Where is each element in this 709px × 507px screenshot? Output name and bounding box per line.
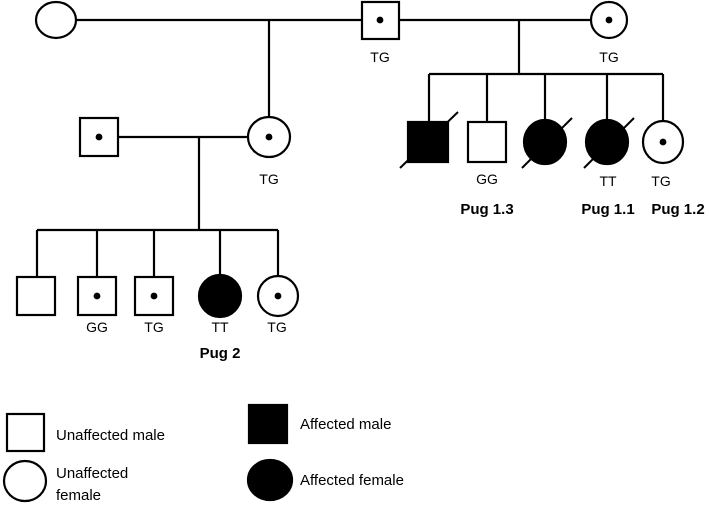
legend-unaffected-female-label-2: female [56, 487, 101, 504]
carrier-dot [274, 292, 282, 300]
affected-female-deceased [522, 118, 568, 166]
pug-1-3-symbol [466, 120, 508, 164]
deceased-slash [399, 111, 459, 169]
genotype-label: TG [370, 49, 389, 65]
genotype-label: GG [476, 171, 498, 187]
pedigree-lines [35, 18, 665, 277]
legend-affected-male-symbol [247, 403, 289, 445]
gen1-mother [34, 0, 78, 40]
dog-label: Pug 2 [200, 345, 241, 362]
carrier-dot [265, 133, 273, 141]
carrier-dot [93, 292, 101, 300]
carrier-dot [659, 138, 667, 146]
genotype-label: TG [144, 319, 163, 335]
genotype-label: TT [599, 173, 617, 189]
carrier-dot [95, 133, 103, 141]
carrier-dot [376, 16, 384, 24]
gen3-son-1 [15, 275, 57, 317]
legend-affected-female-symbol [246, 458, 294, 502]
deceased-slash [521, 117, 573, 169]
pug-1-1-symbol [584, 118, 630, 166]
legend-unaffected-female-symbol [2, 459, 48, 503]
genotype-label: TG [267, 319, 286, 335]
carrier-dot [150, 292, 158, 300]
legend-unaffected-female-label-1: Unaffected [56, 465, 128, 482]
genotype-label: TG [599, 49, 618, 65]
dog-label: Pug 1.1 [581, 201, 634, 218]
pug-2-symbol [197, 273, 243, 319]
genotype-label: GG [86, 319, 108, 335]
legend: Unaffected male Unaffected female Affect… [2, 403, 404, 504]
carrier-dot [605, 16, 613, 24]
legend-unaffected-male-label: Unaffected male [56, 427, 165, 444]
genotype-label: TG [651, 173, 670, 189]
gen3-son-3 [133, 275, 175, 317]
legend-affected-female-label: Affected female [300, 472, 404, 489]
genotype-label: TT [211, 319, 229, 335]
legend-unaffected-male-symbol [5, 412, 46, 453]
dog-label: Pug 1.2 [651, 201, 704, 218]
genotype-label: TG [259, 171, 278, 187]
dog-label: Pug 1.3 [460, 201, 513, 218]
deceased-slash [583, 117, 635, 169]
legend-affected-male-label: Affected male [300, 416, 391, 433]
